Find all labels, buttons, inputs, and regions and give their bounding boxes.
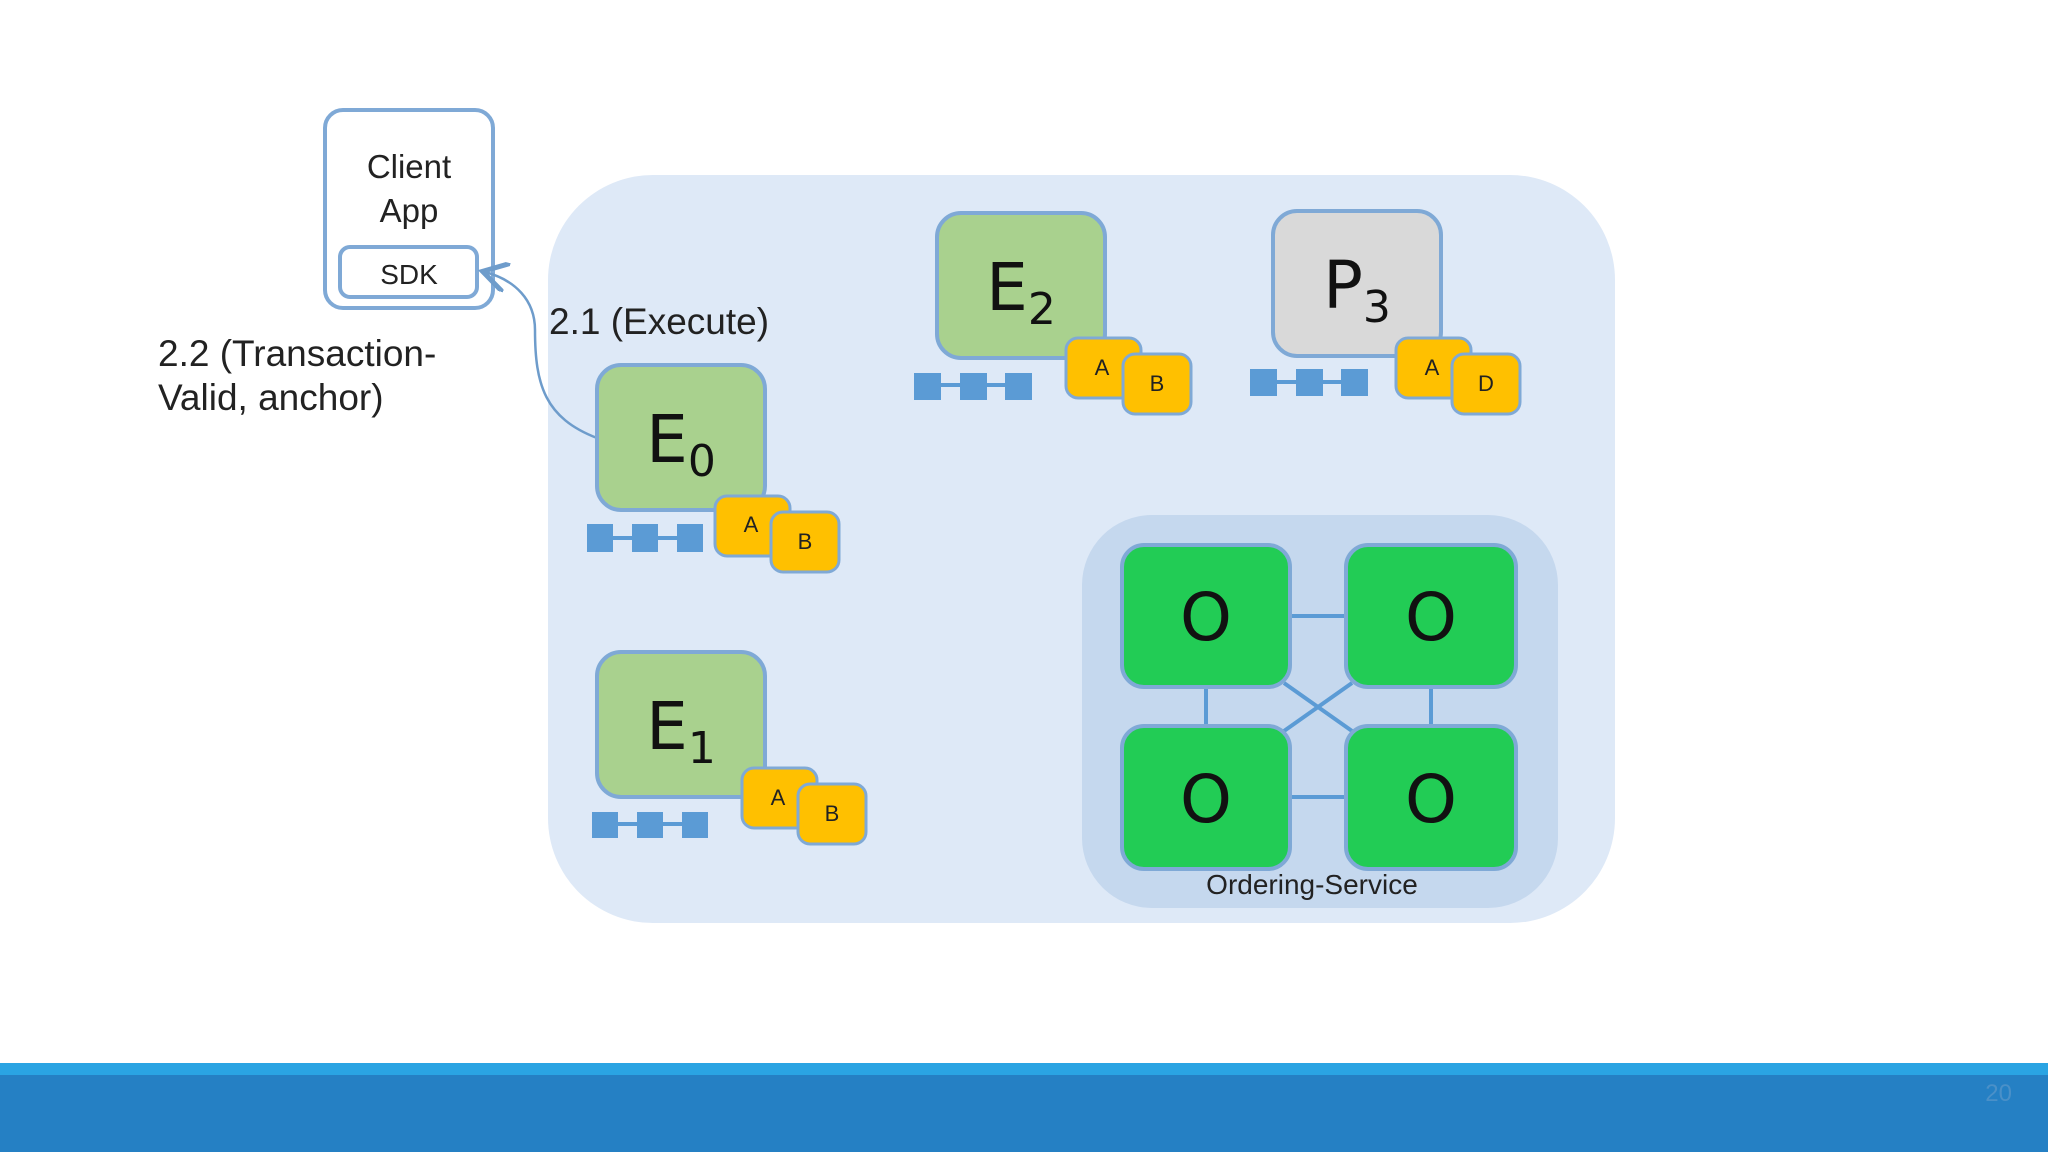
- transaction-valid-label-line2: Valid, anchor): [158, 377, 384, 418]
- svg-text:O: O: [1180, 761, 1232, 838]
- svg-text:A: A: [1425, 355, 1440, 380]
- p3-chaincode-d-icon: D: [1450, 352, 1522, 416]
- p3-letter: P: [1323, 247, 1363, 324]
- svg-text:D: D: [1478, 371, 1494, 396]
- sdk-label: SDK: [380, 259, 438, 290]
- endorser-e2: E2 A B: [914, 211, 1193, 416]
- svg-text:B: B: [1150, 371, 1165, 396]
- svg-text:E1: E1: [646, 688, 716, 774]
- transaction-valid-label-line1: 2.2 (Transaction-: [158, 333, 436, 374]
- sdk-box: [338, 245, 479, 299]
- client-app: Client App SDK: [323, 108, 495, 310]
- footer-stripe: [0, 1063, 2048, 1075]
- ordering-service-label: Ordering-Service: [1206, 869, 1418, 900]
- svg-text:A: A: [744, 512, 759, 537]
- response-arrow: [485, 272, 598, 440]
- e0-chaincode-b-icon: B: [769, 510, 841, 574]
- svg-text:E0: E0: [646, 401, 716, 487]
- svg-text:P3: P3: [1323, 247, 1391, 333]
- e1-chaincode-b-icon: B: [796, 782, 868, 846]
- e2-letter: E: [986, 249, 1028, 326]
- e2-ledger-icon: [914, 373, 1032, 400]
- ordering-service: O O O O Ordering-Service: [1082, 515, 1558, 908]
- svg-text:B: B: [825, 801, 840, 826]
- e1-ledger-icon: [592, 812, 708, 838]
- ordering-links: [1204, 614, 1433, 799]
- e1-subscript: 1: [688, 723, 716, 774]
- client-app-title-line1: Client: [367, 148, 451, 185]
- e1-letter: E: [646, 688, 688, 765]
- orderer-node-bottom-left: O: [1120, 724, 1292, 871]
- p3-ledger-icon: [1250, 369, 1368, 396]
- orderer-node-bottom-right: O: [1344, 724, 1518, 871]
- e2-chaincode-b-icon: B: [1121, 352, 1193, 416]
- e0-subscript: 0: [688, 436, 716, 487]
- endorser-e1: E1 A B: [592, 650, 868, 846]
- e0-ledger-icon: [587, 524, 703, 552]
- execute-label: 2.1 (Execute): [549, 301, 769, 342]
- svg-text:O: O: [1405, 579, 1457, 656]
- svg-text:A: A: [771, 785, 786, 810]
- svg-text:O: O: [1180, 579, 1232, 656]
- orderer-node-top-right: O: [1344, 543, 1518, 689]
- svg-text:O: O: [1405, 761, 1457, 838]
- e0-letter: E: [646, 401, 688, 478]
- peer-p3: P3 A D: [1250, 209, 1522, 416]
- client-app-title-line2: App: [380, 192, 439, 229]
- e2-subscript: 2: [1028, 284, 1056, 335]
- svg-text:A: A: [1095, 355, 1110, 380]
- endorser-e0: E0 A B: [587, 363, 841, 574]
- orderer-node-top-left: O: [1120, 543, 1292, 689]
- svg-text:E2: E2: [986, 249, 1056, 335]
- slide-number: 20: [1985, 1080, 2012, 1107]
- footer-band: [0, 1075, 2048, 1152]
- svg-text:B: B: [798, 529, 813, 554]
- p3-subscript: 3: [1363, 282, 1391, 333]
